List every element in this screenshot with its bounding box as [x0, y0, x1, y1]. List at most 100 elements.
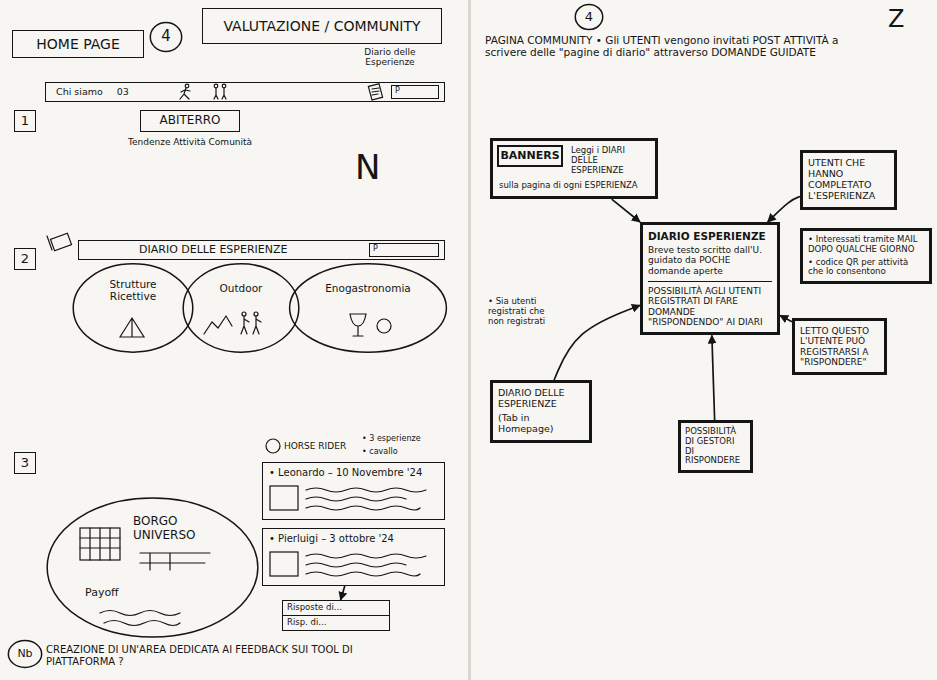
connector-arrow — [554, 305, 640, 380]
node-text: UTENTI CHE HANNO COMPLETATO L'ESPERIENZA — [808, 158, 889, 202]
page-title-box: HOME PAGE — [12, 30, 144, 58]
connector-arrow — [612, 199, 640, 222]
flag-icon — [50, 233, 71, 250]
node-text: • Leonardo – 10 Novembre '24 — [269, 467, 438, 479]
banner-box: Leggi i DIARI DELLE ESPERIENZE sulla pagi… — [490, 138, 658, 199]
wine-glass-icon — [350, 314, 366, 336]
node-text: Risp. di... — [283, 616, 389, 630]
section-bar: DIARIO DELLE ESPERIENZE P — [78, 240, 445, 260]
ellipse-outline — [72, 262, 194, 354]
note-icon — [368, 84, 382, 100]
node-text: 2 — [21, 252, 29, 267]
connector-arrow — [768, 197, 800, 222]
logo-box: ABITERRO — [140, 110, 240, 132]
connector-arrow — [712, 335, 715, 420]
review-card: • Leonardo – 10 Novembre '24 — [262, 462, 445, 520]
profile-name: HORSE RIDER — [284, 441, 346, 451]
runner-icon — [185, 84, 189, 88]
node-text: • Interessati tramite MAIL DOPO QUALCHE … — [808, 235, 924, 255]
nav-bar: Chi siamo03P — [45, 82, 445, 102]
node-text: Nb — [17, 648, 32, 661]
note-icon — [372, 88, 379, 95]
page-letter: Z — [888, 6, 904, 34]
note-box: • Interessati tramite MAIL DOPO QUALCHE … — [800, 228, 932, 284]
profile-detail: • 3 esperienze — [362, 434, 421, 443]
node-text: DIARIO ESPERIENZE — [648, 230, 772, 242]
node-text: VALUTAZIONE / COMMUNITY — [223, 18, 420, 34]
section-title-box: VALUTAZIONE / COMMUNITY — [202, 8, 442, 44]
category-circle: Enogastronomia — [288, 262, 448, 354]
node-text: Risposte di... — [283, 601, 389, 616]
node-text: P — [373, 244, 435, 253]
connector-group — [341, 197, 800, 600]
hiker-icon — [241, 316, 249, 334]
callout-number: 3 — [14, 452, 36, 474]
node-text: ABITERRO — [159, 114, 220, 128]
node-text: 3 — [21, 456, 29, 471]
node-text: POSSIBILITÀ AGLI UTENTI REGISTRATI DI FA… — [648, 281, 772, 327]
text-lines — [306, 554, 426, 576]
ellipse-shape — [150, 23, 181, 52]
node-text: • codice QR per attività che lo consento… — [808, 258, 924, 278]
banner-tag: BANNERS — [497, 145, 563, 167]
node-text: Enogastronomia — [325, 282, 411, 294]
node-text: POSSIBILITÀ DI GESTORI DI RISPONDERE — [685, 427, 746, 466]
hiker-icon — [253, 316, 261, 334]
node-text: HOME PAGE — [36, 36, 120, 52]
sketch-icons — [47, 84, 426, 626]
node-text: DIARIO DELLE ESPERIENZE — [139, 244, 287, 257]
process-box: POSSIBILITÀ DI GESTORI DI RISPONDERE — [678, 420, 753, 473]
note-circle: Nb — [8, 640, 42, 668]
connector-arrow — [780, 315, 792, 321]
node-text: • Pierluigi – 3 ottobre '24 — [269, 533, 438, 545]
people-icon — [214, 84, 218, 88]
scribble-lines — [140, 553, 210, 570]
annotation: Diario delle Esperienze — [350, 47, 430, 68]
building-sketch — [80, 528, 120, 560]
runner-icon — [180, 88, 190, 99]
connector-label: • Sia utenti registrati che non registra… — [486, 296, 558, 327]
ellipse-shape — [183, 264, 299, 352]
ellipse-shape — [47, 498, 258, 637]
node-text: 1 — [21, 114, 29, 129]
node-text: Payoff — [85, 587, 119, 600]
photo-placeholder — [270, 486, 298, 510]
connector-arrow — [341, 586, 345, 600]
central-box: DIARIO ESPERIENZEBreve testo scritto dal… — [640, 222, 780, 335]
node-text: (Tab in Homepage) — [498, 413, 584, 435]
callout-number: 1 — [14, 110, 36, 132]
process-box: LETTO QUESTO L'UTENTE PUÒ REGISTRARSI A … — [792, 318, 887, 375]
ellipse-shape — [73, 264, 193, 352]
menu-note: Tendenze Attività Comunità — [128, 137, 288, 147]
people-icon — [214, 88, 226, 99]
ellipse-shape — [8, 641, 41, 668]
node-text: Leggi i DIARI DELLE ESPERIENZE — [571, 146, 649, 175]
ellipse-shape — [290, 264, 447, 352]
page-number-circle: 4 — [575, 4, 603, 30]
callout-number: 2 — [14, 248, 36, 270]
paper-sheet — [0, 0, 468, 680]
page-heading-note: PAGINA COMMUNITY • Gli UTENTI vengono in… — [485, 34, 875, 58]
big-letter: N — [355, 148, 380, 187]
node-text: Outdoor — [220, 282, 263, 294]
ellipse-outline — [182, 262, 300, 354]
node-text: sulla pagina di ogni ESPERIENZA — [499, 181, 649, 191]
process-box: UTENTI CHE HANNO COMPLETATO L'ESPERIENZA — [800, 150, 897, 210]
wavy-lines — [100, 611, 180, 626]
ellipse-outline — [288, 262, 448, 354]
tent-icon — [120, 318, 144, 337]
process-box: DIARIO DELLE ESPERIENZE(Tab in Homepage) — [490, 380, 592, 443]
node-text: Strutture Ricettive — [93, 278, 173, 302]
text-lines — [306, 488, 426, 510]
category-circle: Outdoor — [182, 262, 300, 354]
review-card: • Pierluigi – 3 ottobre '24 — [262, 528, 445, 586]
node-text: Chi siamo — [56, 87, 103, 98]
node-text: BANNERS — [500, 150, 559, 163]
plate-icon — [377, 319, 391, 333]
ellipse-shape — [575, 5, 602, 30]
avatar-circle — [266, 439, 280, 453]
